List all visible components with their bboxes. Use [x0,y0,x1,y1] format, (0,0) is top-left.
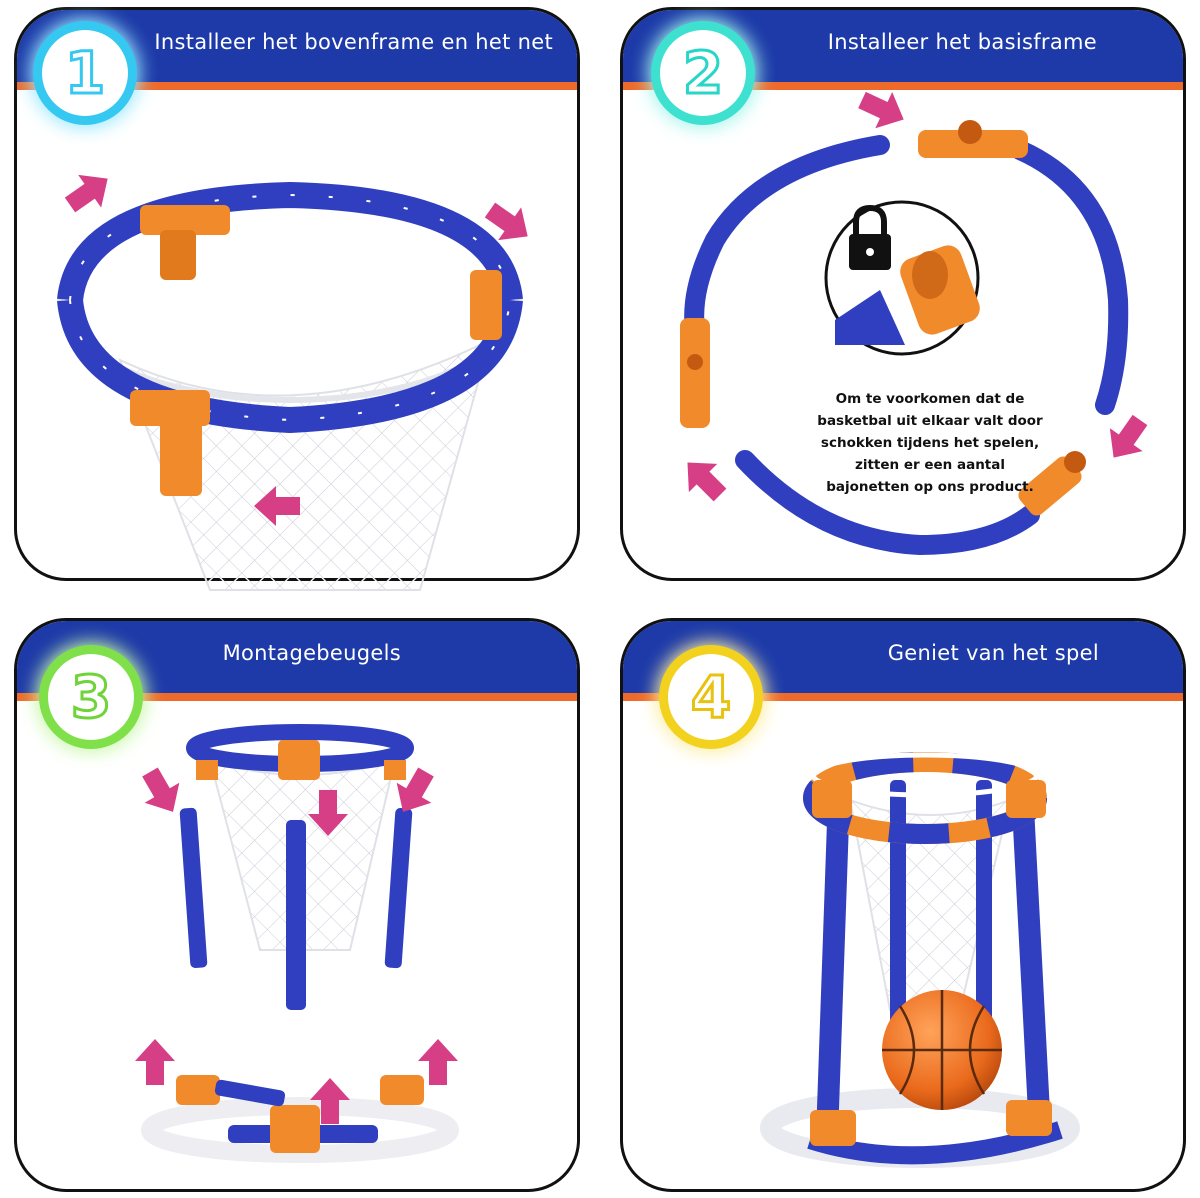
step-badge-1: 1 [42,30,128,116]
header-stripe [623,82,1183,90]
finished-hoop [760,752,1080,1168]
lock-note-line: bajonetten op ons product. [826,479,1034,495]
header-stripe [17,82,577,90]
hoop-icon [141,724,459,1163]
step-number: 3 [69,662,112,733]
base-ring [680,120,1129,556]
arrow-icon [58,162,120,222]
hoop-icon [57,181,523,591]
lock-note-line: basketbal uit elkaar valt door [817,413,1043,429]
lock-detail [824,200,980,356]
step-title: Montagebeugels [222,641,401,665]
lock-note-line: Om te voorkomen dat de [835,391,1025,407]
arrow-icon [1097,408,1157,470]
step-badge-4: 4 [668,654,754,740]
step-badge-3: 3 [48,654,134,740]
arrow-icon [673,448,735,510]
step-number: 1 [63,38,106,109]
header-stripe [623,693,1183,701]
lock-note: Om te voorkomen dat de basketbal uit elk… [780,388,1080,498]
header-stripe [17,693,577,701]
lock-icon [849,204,891,270]
step-title: Installeer het bovenframe en het net [154,30,553,54]
step-number: 2 [681,38,724,109]
arrow-icon [853,81,913,138]
lock-note-line: zitten er een aantal [854,457,1006,473]
lock-note-line: schokken tijdens het spelen, [820,435,1040,451]
step-title: Installeer het basisframe [827,30,1097,54]
step-badge-2: 2 [660,30,746,116]
step-title: Geniet van het spel [887,641,1099,665]
arrow-icon [418,1039,458,1085]
basketball-icon [882,990,1002,1110]
arrow-icon [135,1039,175,1085]
step-number: 4 [689,662,732,733]
